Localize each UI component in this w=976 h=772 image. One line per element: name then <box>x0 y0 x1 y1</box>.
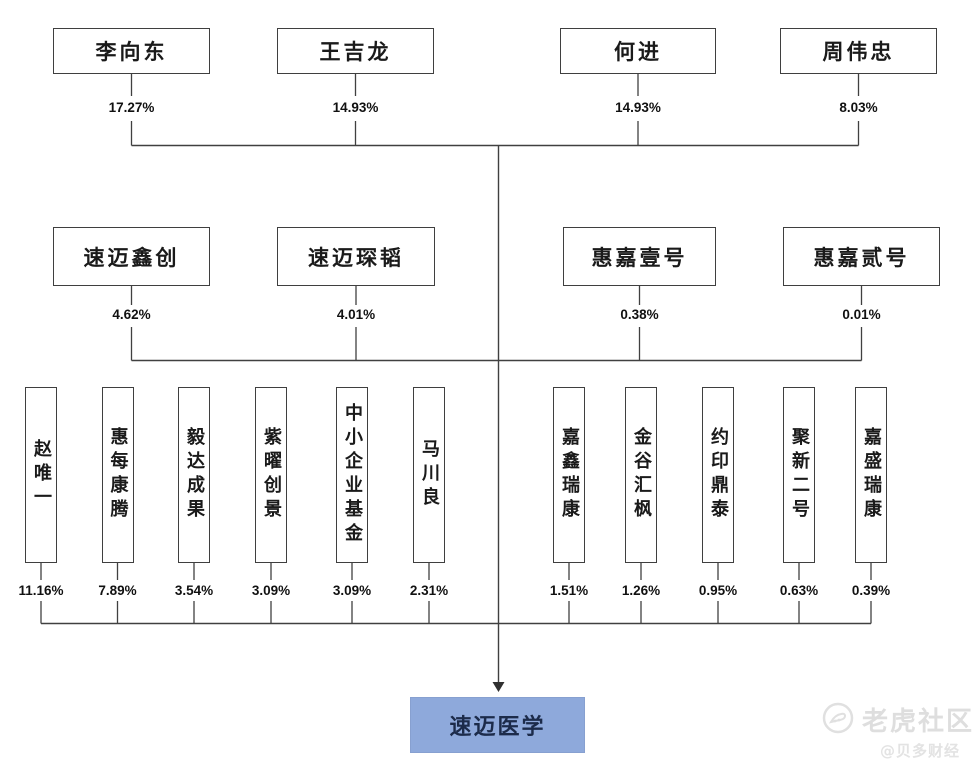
shareholder-box: 速迈鑫创 <box>53 227 210 286</box>
ownership-percent-label: 17.27% <box>108 100 155 115</box>
ownership-percent-label: 1.51% <box>549 583 589 598</box>
ownership-percent-label: 4.01% <box>336 307 376 322</box>
shareholder-box: 聚新二号 <box>783 387 815 563</box>
ownership-percent-label: 8.03% <box>839 100 878 115</box>
shareholder-box: 何进 <box>560 28 716 74</box>
shareholder-box: 毅达成果 <box>178 387 210 563</box>
ownership-percent-label: 0.01% <box>842 307 881 322</box>
shareholder-box: 中小企业基金 <box>336 387 368 563</box>
ownership-percent-label: 0.38% <box>620 307 659 322</box>
shareholder-box: 王吉龙 <box>277 28 434 74</box>
shareholder-box: 周伟忠 <box>780 28 937 74</box>
shareholder-box: 惠嘉贰号 <box>783 227 940 286</box>
shareholder-box: 惠嘉壹号 <box>563 227 716 286</box>
ownership-percent-label: 1.26% <box>621 583 661 598</box>
target-company-box: 速迈医学 <box>410 697 585 753</box>
shareholder-box: 李向东 <box>53 28 210 74</box>
shareholder-box: 嘉鑫瑞康 <box>553 387 585 563</box>
watermark-author-label: @贝多财经 <box>880 742 961 760</box>
shareholder-box: 嘉盛瑞康 <box>855 387 887 563</box>
ownership-percent-label: 3.09% <box>251 583 291 598</box>
shareholder-box: 金谷汇枫 <box>625 387 657 563</box>
ownership-percent-label: 0.63% <box>779 583 819 598</box>
ownership-percent-label: 0.95% <box>698 583 738 598</box>
ownership-percent-label: 14.93% <box>332 100 379 115</box>
ownership-percent-label: 14.93% <box>615 100 661 115</box>
shareholder-box: 紫曜创景 <box>255 387 287 563</box>
ownership-percent-label: 2.31% <box>409 583 449 598</box>
shareholder-box: 赵唯一 <box>25 387 57 563</box>
ownership-percent-label: 3.54% <box>174 583 214 598</box>
ownership-percent-label: 0.39% <box>851 583 891 598</box>
shareholder-box: 约印鼎泰 <box>702 387 734 563</box>
tiger-community-logo-icon <box>822 702 854 734</box>
ownership-percent-label: 11.16% <box>18 583 64 598</box>
watermark-community-label: 老虎社区 <box>862 707 975 737</box>
ownership-percent-label: 3.09% <box>332 583 372 598</box>
shareholder-box: 惠每康腾 <box>101 387 134 563</box>
ownership-percent-label: 7.89% <box>98 583 137 598</box>
shareholder-box: 马川良 <box>413 387 445 563</box>
ownership-percent-label: 4.62% <box>112 307 151 322</box>
shareholder-box: 速迈琛韬 <box>277 227 435 286</box>
